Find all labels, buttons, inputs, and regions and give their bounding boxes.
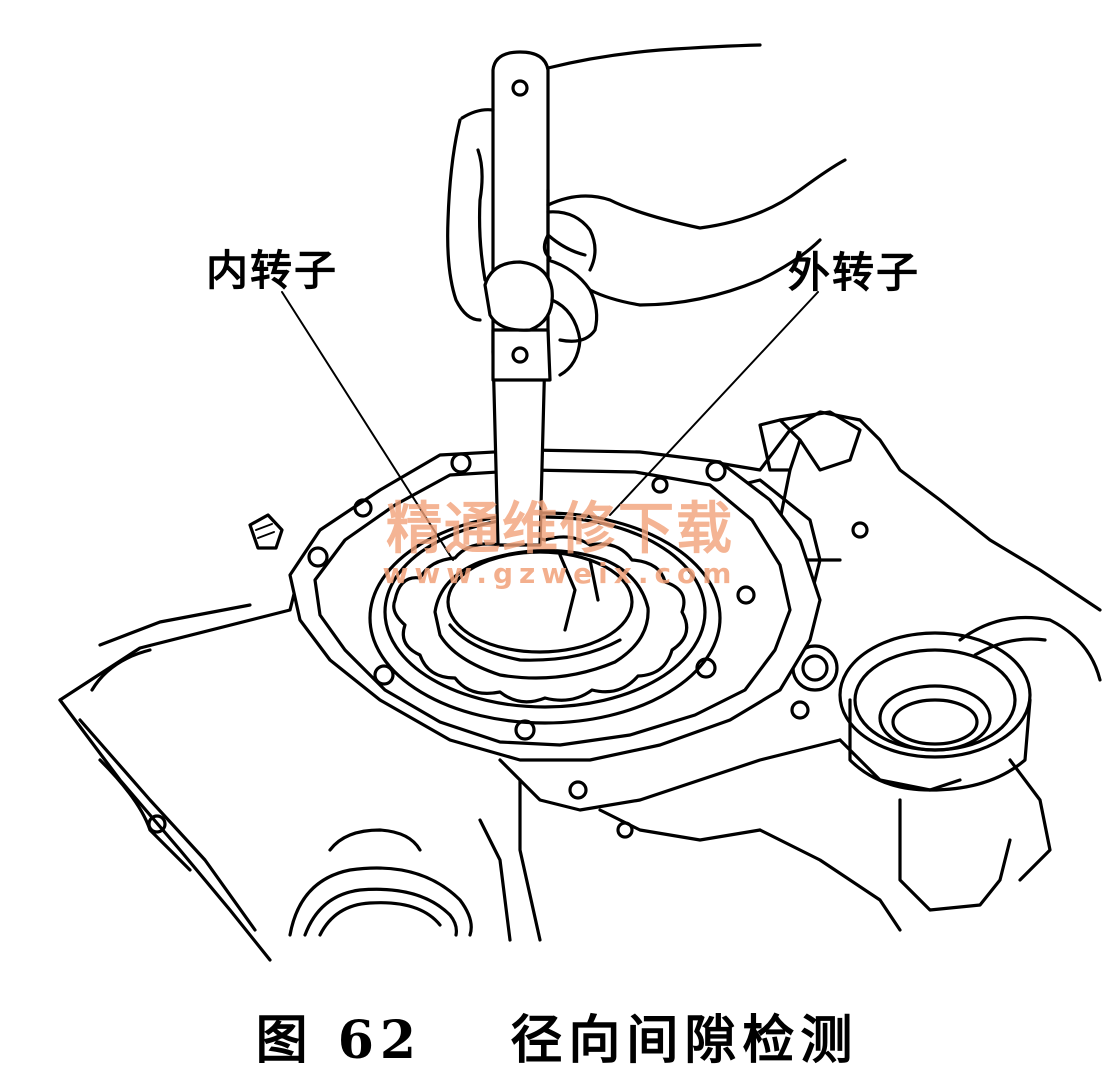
watermark-title: 精通维修下载	[386, 497, 734, 562]
engine-case-housing	[58, 410, 1102, 962]
pump-rotor-cavity	[368, 511, 722, 725]
outer-rotor	[392, 535, 689, 704]
inner-rotor-label: 内转子	[206, 246, 339, 295]
outer-rotor-label: 外转子	[788, 248, 921, 297]
figure-caption: 图 62 径向间隙检测	[0, 998, 1114, 1073]
inner-rotor-leader	[281, 291, 454, 561]
figure-number: 图 62	[255, 1010, 423, 1071]
figure-title: 径向间隙检测	[510, 1010, 859, 1071]
outer-rotor-leader	[609, 291, 819, 516]
right-seal-boss	[791, 615, 1102, 792]
watermark-url: www.gzweix.com	[383, 557, 738, 590]
hand	[446, 43, 847, 377]
